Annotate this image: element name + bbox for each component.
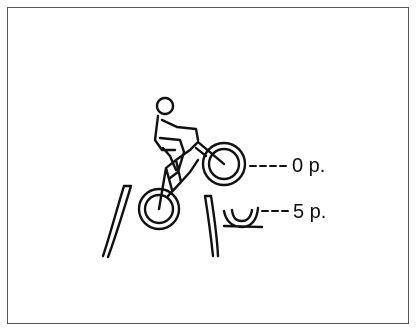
rider-head [157, 98, 173, 114]
label-lower: 5 p. [293, 201, 326, 223]
left-obstacle-edge [103, 186, 131, 257]
right-obstacle-edge [205, 196, 218, 256]
cup-obstacle [224, 208, 262, 227]
label-upper: 0 p. [292, 155, 325, 177]
